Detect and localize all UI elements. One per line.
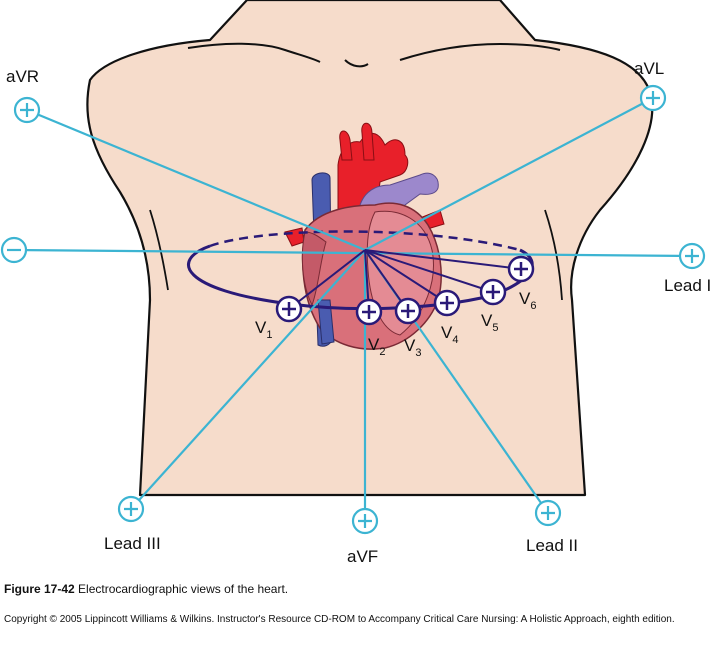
avr-electrode xyxy=(13,96,41,124)
lower-vena-cava xyxy=(317,299,335,345)
lead-iii-line xyxy=(130,249,366,510)
v5-label: V5 xyxy=(481,311,498,334)
limb-lead-lines xyxy=(13,97,693,521)
lead-i-electrode xyxy=(678,242,706,270)
horizontal-plane-back xyxy=(209,230,521,252)
lead-ii-label: Lead II xyxy=(526,536,578,555)
lead-avl-line xyxy=(364,97,654,251)
lead-iii-label: Lead III xyxy=(104,534,161,553)
v2-label: V2 xyxy=(368,335,385,358)
ecg-views-diagram: aVR aVL Lead I Lead III aVF Lead II V1 V… xyxy=(0,0,711,566)
figure-caption-text: Electrocardiographic views of the heart. xyxy=(74,582,289,596)
right-axilla xyxy=(149,209,169,291)
v4-spoke xyxy=(364,249,448,304)
v4-electrode xyxy=(433,289,461,317)
lead-ii-electrode xyxy=(534,499,562,527)
lead-i-label: Lead I xyxy=(664,276,711,295)
v1-electrode xyxy=(275,295,303,323)
figure-caption: Figure 17-42 Electrocardiographic views … xyxy=(4,582,288,596)
right-atrium xyxy=(301,231,327,307)
right-clavicle xyxy=(399,42,561,61)
left-clavicle xyxy=(187,42,321,63)
lead-avr-line xyxy=(26,108,366,252)
lead-i-negative-electrode xyxy=(0,236,28,264)
avl-label: aVL xyxy=(634,59,664,78)
v1-spoke xyxy=(288,249,366,310)
v2-electrode xyxy=(355,298,383,326)
v5-spoke xyxy=(364,249,494,293)
v6-spoke xyxy=(364,249,522,270)
v3-label: V3 xyxy=(404,336,421,359)
avr-label: aVR xyxy=(6,67,39,86)
v1-label: V1 xyxy=(255,318,272,341)
lead-i-line xyxy=(13,248,693,258)
avf-electrode xyxy=(351,507,379,535)
figure-number: Figure 17-42 xyxy=(4,582,75,596)
v5-electrode xyxy=(479,278,507,306)
v4-label: V4 xyxy=(441,323,458,346)
v6-label: V6 xyxy=(519,289,536,312)
lead-iii-electrode xyxy=(117,495,145,523)
v3-electrode xyxy=(394,297,422,325)
v6-electrode xyxy=(507,255,535,283)
aorta-branch xyxy=(361,122,375,161)
sternal-notch xyxy=(344,59,369,68)
avl-electrode xyxy=(639,84,667,112)
avf-label: aVF xyxy=(347,547,378,566)
aorta-branch xyxy=(339,130,353,161)
copyright-notice: Copyright © 2005 Lippincott Williams & W… xyxy=(4,614,675,625)
